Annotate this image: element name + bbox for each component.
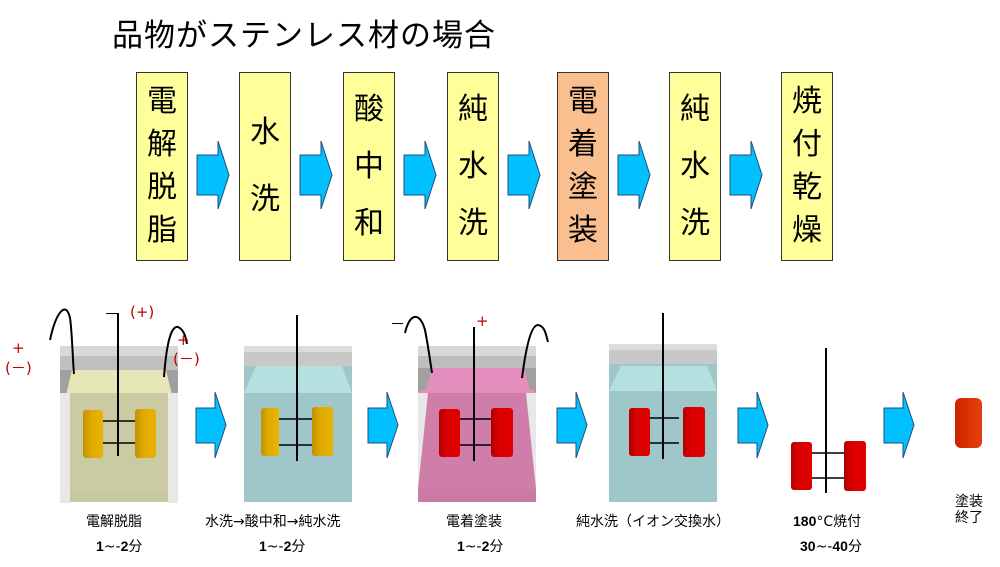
sign-plus: +: [476, 312, 489, 330]
process-step-char: 洗: [458, 205, 488, 241]
process-step-char: 燥: [792, 212, 822, 248]
flow-arrow-icon: [196, 140, 230, 210]
cable: [163, 326, 188, 378]
process-step-char: 電: [147, 84, 177, 120]
tank-rinse-neutralize: [244, 315, 352, 502]
sign-plus: (+): [130, 303, 155, 321]
stage-label: 水洗→酸中和→純水洗: [205, 514, 341, 530]
process-step: 焼付乾燥: [781, 72, 833, 261]
sign-anode: +: [177, 331, 190, 349]
flow-arrow-icon: [617, 140, 651, 210]
process-step-char: 焼: [792, 84, 822, 120]
stage-label: 電解脱脂: [86, 514, 142, 530]
process-step: 純水洗: [669, 72, 721, 261]
stage-label: 電着塗装: [446, 514, 502, 530]
process-step: 酸中和: [343, 72, 395, 261]
flow-arrow-icon: [507, 140, 541, 210]
process-step-char: 洗: [680, 205, 710, 241]
process-step: 純水洗: [447, 72, 499, 261]
page-title: 品物がステンレス材の場合: [112, 18, 496, 54]
flow-arrow-icon: [737, 391, 769, 459]
sign-minus: －: [104, 305, 120, 323]
workpiece: [791, 442, 812, 490]
process-step-char: 水: [250, 115, 280, 150]
workpiece: [844, 441, 866, 491]
tank-electrodeposition: [404, 315, 549, 502]
workpiece: [439, 409, 460, 457]
workpiece: [83, 410, 103, 458]
process-step: 電解脱脂: [136, 72, 188, 261]
flow-arrow-icon: [195, 391, 227, 459]
process-step-char: 洗: [250, 182, 280, 217]
workpiece: [135, 409, 156, 458]
tank-pure-water-rinse: [609, 313, 717, 502]
stage-time: 30~-40分: [800, 538, 862, 555]
process-step-char: 解: [147, 127, 177, 163]
sign-cathode: (－): [5, 359, 32, 377]
process-step-char: 酸: [354, 91, 384, 127]
stage-time: 1~-2分: [96, 538, 143, 555]
process-step-char: 着: [568, 127, 598, 163]
process-step: 電着塗装: [557, 72, 609, 261]
process-step-char: 塗: [568, 169, 598, 205]
process-step-char: 中: [354, 148, 384, 184]
process-step-char: 電: [568, 84, 598, 120]
finished-part: [955, 398, 982, 448]
process-step-char: 純: [680, 91, 710, 127]
workpiece: [312, 407, 333, 456]
flow-arrow-icon: [729, 140, 763, 210]
process-step-char: 脱: [147, 169, 177, 205]
sign-anode: +: [12, 339, 25, 357]
process-step-char: 脂: [147, 212, 177, 248]
process-step-char: 純: [458, 91, 488, 127]
stage-label-finished: 塗装終了: [955, 494, 983, 526]
stage-time: 1~-2分: [259, 538, 306, 555]
workpiece: [629, 408, 650, 456]
process-step: 水洗: [239, 72, 291, 261]
cable: [49, 308, 75, 375]
process-step-char: 和: [354, 205, 384, 241]
sign-minus: －: [390, 315, 406, 333]
process-step-char: 装: [568, 212, 598, 248]
workpiece: [491, 408, 513, 457]
tank-electrolytic-degreasing: [49, 308, 188, 503]
workpiece: [683, 407, 705, 457]
stage-label: 180°C焼付: [793, 513, 862, 530]
flow-arrow-icon: [883, 391, 915, 459]
flow-arrow-icon: [367, 391, 399, 459]
flow-arrow-icon: [299, 140, 333, 210]
stage-label: 純水洗（イオン交換水）: [576, 514, 730, 530]
workpiece: [261, 408, 279, 456]
stage-time: 1~-2分: [457, 538, 504, 555]
process-step-char: 付: [792, 127, 822, 163]
sign-cathode: (－): [173, 350, 200, 368]
process-step-char: 水: [680, 148, 710, 184]
process-step-char: 乾: [792, 169, 822, 205]
flow-arrow-icon: [403, 140, 437, 210]
baking-rack: [791, 348, 866, 493]
flow-arrow-icon: [556, 391, 588, 459]
process-step-char: 水: [458, 148, 488, 184]
